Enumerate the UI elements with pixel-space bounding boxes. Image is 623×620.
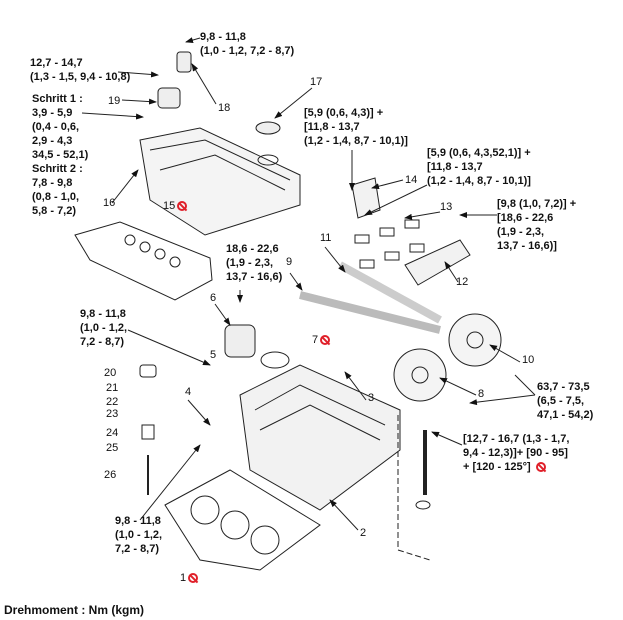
- part-number-17: 17: [310, 76, 323, 88]
- head-gasket: [164, 469, 321, 571]
- part-number-10: 10: [522, 354, 535, 366]
- part-number-12: 12: [456, 276, 469, 288]
- part-number-20: 20: [104, 367, 117, 379]
- part-number-11: 11: [320, 232, 332, 244]
- ocv-housing: [224, 324, 256, 358]
- prohibited-icon: [535, 462, 546, 473]
- cylinder-head: [239, 364, 401, 511]
- part-number-3: 3: [368, 392, 375, 404]
- cylinder-head-cover: [139, 127, 301, 236]
- part-number-18: 18: [218, 102, 231, 114]
- prohibited-icon: [177, 201, 188, 212]
- torque-unit-footer: Drehmoment : Nm (kgm): [4, 603, 145, 617]
- part-number-22: 22: [106, 396, 119, 408]
- part-number-1: 1: [180, 572, 199, 584]
- part-number-15: 15: [163, 200, 188, 212]
- torque-housing-bolt: 18,6 - 22,6(1,9 - 2,3,13,7 - 16,6): [226, 243, 283, 283]
- prohibited-icon: [188, 573, 199, 584]
- part-number-24: 24: [106, 427, 119, 439]
- part-number-5: 5: [210, 349, 217, 361]
- part-number-4: 4: [185, 386, 192, 398]
- front-cap: [351, 177, 381, 219]
- torque-front-cap-bolt: [5,9 (0,6, 4,3)] +[11,8 - 13,7(1,2 - 1,4…: [304, 107, 408, 147]
- cam-sensor: [176, 51, 192, 73]
- valve-spring: [141, 424, 155, 440]
- part-number-6: 6: [210, 292, 217, 304]
- valve-lifter: [139, 364, 157, 378]
- part-number-13: 13: [440, 201, 453, 213]
- torque-sensor-bottom: 9,8 - 11,8(1,0 - 1,2,7,2 - 8,7): [115, 515, 163, 555]
- part-number-23: 23: [106, 408, 119, 420]
- part-number-21: 21: [106, 382, 119, 394]
- torque-ladder-bolt: [9,8 (1,0, 7,2)] +[18,6 - 22,6(1,9 - 2,3…: [497, 198, 577, 252]
- part-number-25: 25: [106, 442, 119, 454]
- part-number-14: 14: [405, 174, 418, 186]
- part-number-16: 16: [103, 197, 116, 209]
- part-number-9: 9: [286, 256, 293, 268]
- part-number-7: 7: [312, 334, 331, 346]
- torque-sprocket-bolt: 63,7 - 73,5(6,5 - 7,5,47,1 - 54,2): [537, 381, 594, 421]
- torque-head-bolt: [12,7 - 16,7 (1,3 - 1,7,9,4 - 12,3)]+ [9…: [463, 433, 570, 473]
- torque-sensor-bolt: 9,8 - 11,8(1,0 - 1,2, 7,2 - 8,7): [200, 31, 295, 57]
- prohibited-icon: [320, 335, 331, 346]
- torque-cover-bolt: Schritt 1 :3,9 - 5,9(0,4 - 0,6,2,9 - 4,3…: [32, 93, 89, 217]
- cover-gasket: [74, 221, 213, 301]
- part-number-8: 8: [478, 388, 485, 400]
- part-number-26: 26: [104, 469, 117, 481]
- camshaft-exhaust: [338, 261, 442, 324]
- bearing-ladder: [404, 239, 471, 286]
- torque-sensor-left: 9,8 - 11,8(1,0 - 1,2,7,2 - 8,7): [80, 308, 128, 348]
- camshaft-intake: [299, 291, 441, 334]
- oil-filler-cap: [255, 121, 281, 135]
- torque-pump-bolt: 12,7 - 14,7(1,3 - 1,5, 9,4 - 10,8): [30, 57, 131, 83]
- o-ring: [260, 351, 290, 369]
- cvvt-exhaust: [448, 313, 502, 367]
- part-number-2: 2: [360, 527, 367, 539]
- cvvt-intake: [393, 348, 447, 402]
- high-pressure-pump: [157, 87, 181, 109]
- part-number-19: 19: [108, 95, 121, 107]
- torque-cap-bolt: [5,9 (0,6, 4,3,52,1)] +[11,8 - 13,7(1,2 …: [427, 147, 531, 187]
- camshaft-bearing-caps: [354, 219, 425, 269]
